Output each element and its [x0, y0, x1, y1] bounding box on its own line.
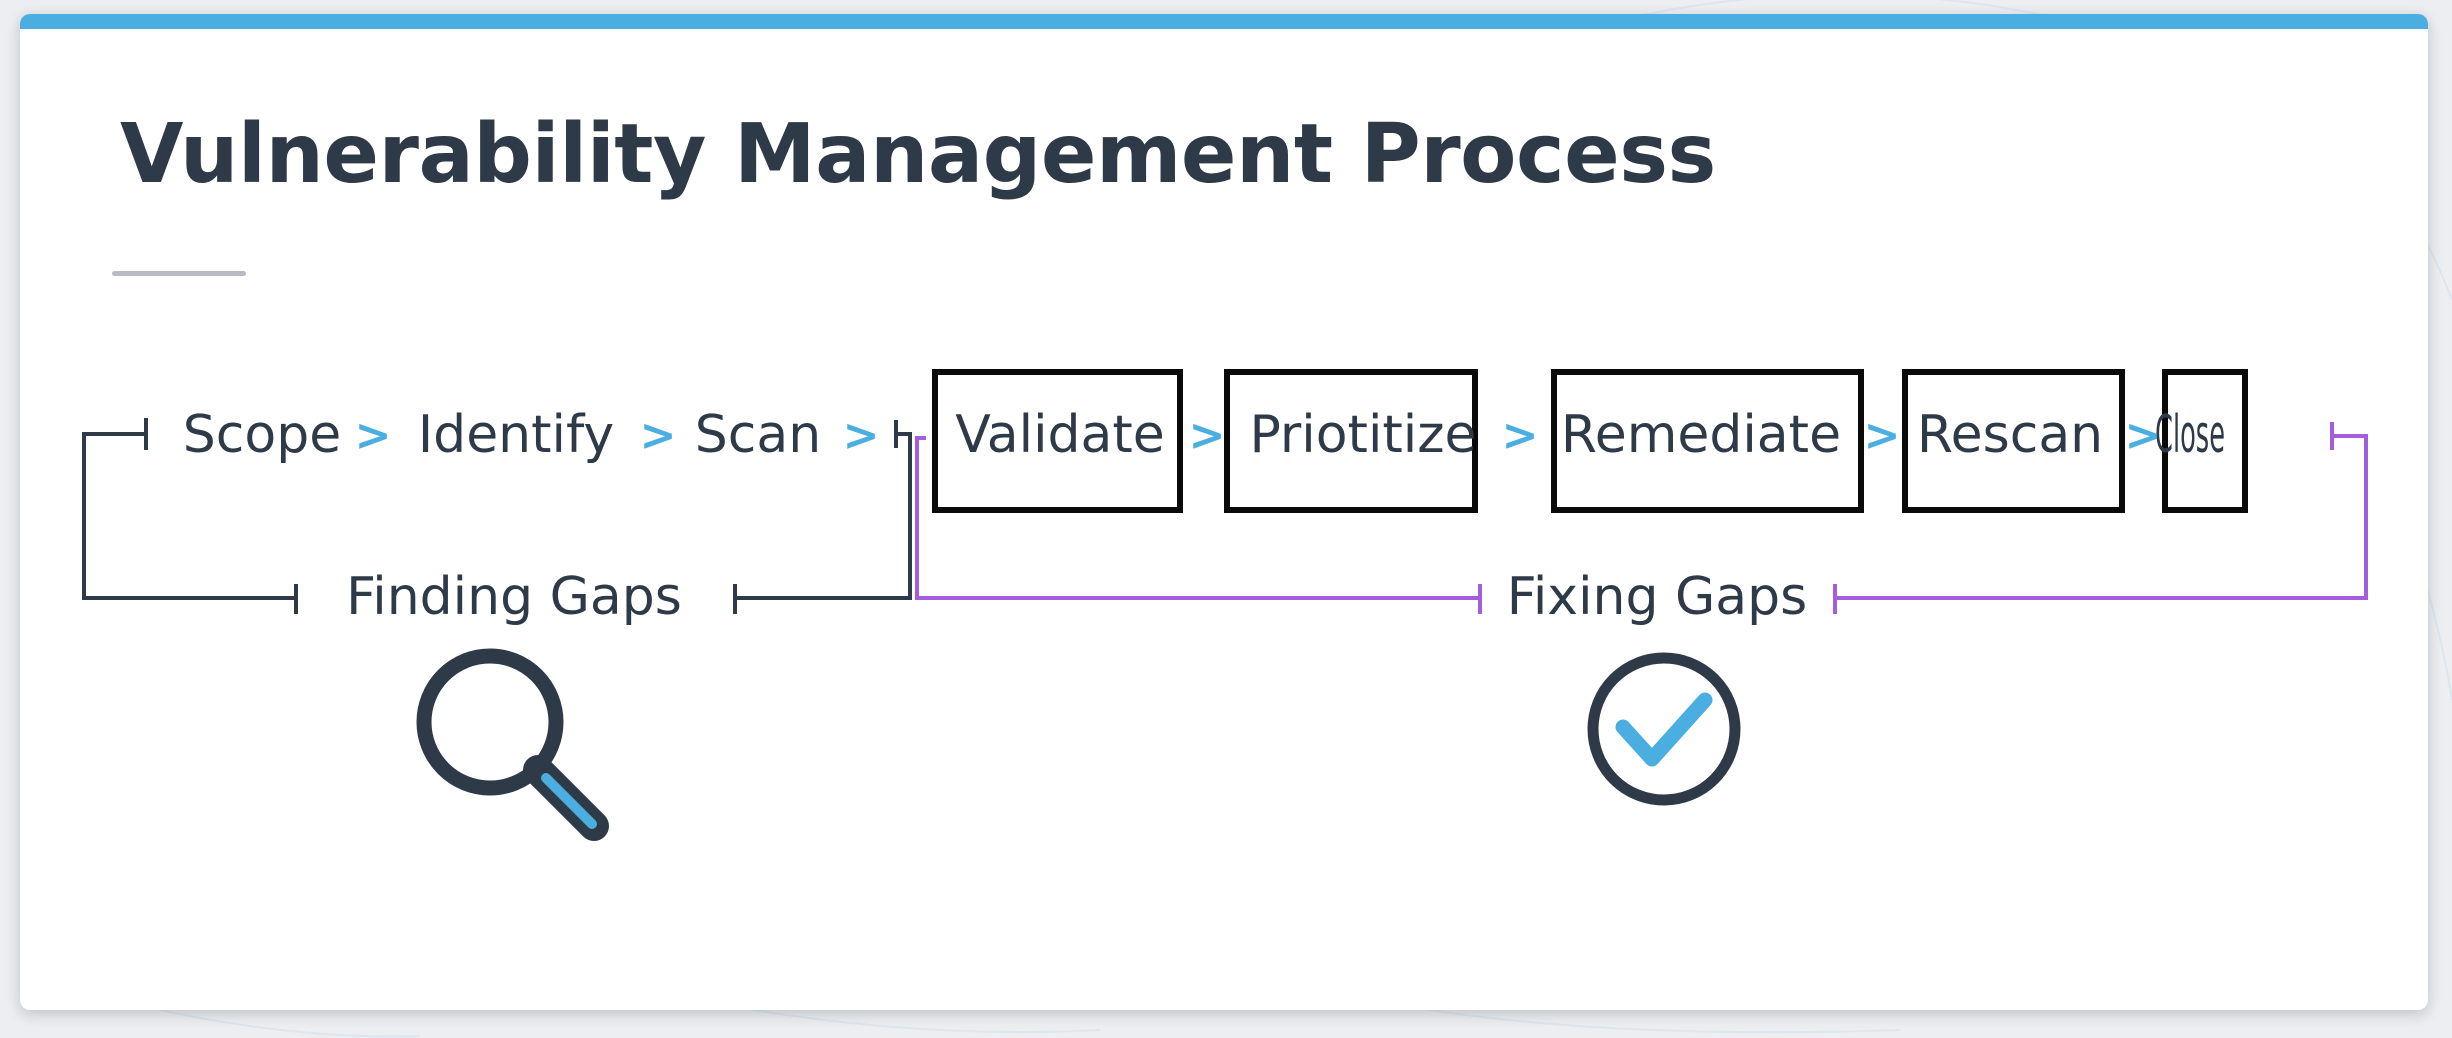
step-label: Scope: [183, 405, 341, 465]
step-close: Close: [2155, 369, 2248, 513]
step-box: [2162, 369, 2248, 513]
phase-label-fixing: Fixing Gaps: [1507, 567, 1808, 627]
step-label: Validate: [955, 405, 1165, 465]
step-label: Priotitize: [1249, 405, 1476, 465]
step-priotitize: Priotitize: [1224, 369, 1478, 513]
step-scan: Scan: [695, 405, 821, 465]
step-separator-chevron: >: [1864, 410, 1901, 461]
step-separator-chevron: >: [1189, 410, 1226, 461]
fixing-gaps-bracket-right: [1835, 434, 2368, 600]
page-title: Vulnerability Management Process: [120, 107, 1716, 202]
card-accent-bar: [20, 14, 2428, 29]
diagram-card: Vulnerability Management Process Scope Id…: [20, 14, 2428, 1010]
step-validate: Validate: [932, 369, 1183, 513]
step-label: Rescan: [1917, 405, 2103, 465]
step-box: [1551, 369, 1864, 513]
finding-gaps-bracket-left: [82, 432, 296, 600]
process-steps: Scope Identify Scan Validate Priotitize Remed…: [183, 369, 2248, 513]
step-rescan: Rescan: [1902, 369, 2125, 513]
phase-icons: [416, 648, 1741, 841]
step-separator-chevron: >: [640, 410, 677, 461]
fixing-gaps-bracket-left: [915, 436, 1480, 600]
step-box: [932, 369, 1183, 513]
step-scope: Scope: [183, 405, 341, 465]
phase-label-finding: Finding Gaps: [346, 567, 682, 627]
step-separator-chevron: >: [2125, 410, 2162, 461]
step-box: [1224, 369, 1478, 513]
finding-gaps-bracket-right: [735, 432, 912, 600]
title-underline: [112, 271, 246, 276]
step-label: Identify: [418, 405, 614, 465]
step-separator-chevron: >: [1502, 410, 1539, 461]
step-label: Scan: [695, 405, 821, 465]
step-separator-chevron: >: [355, 410, 392, 461]
step-label: Close: [2155, 405, 2225, 465]
step-box: [1902, 369, 2125, 513]
step-identify: Identify: [418, 405, 614, 465]
check-circle-icon: [1587, 652, 1741, 806]
step-separator-chevron: >: [843, 410, 880, 461]
step-remediate: Remediate: [1551, 369, 1864, 513]
phase-brackets: [82, 418, 2368, 614]
phase-labels: Finding Gaps Fixing Gaps: [346, 567, 1807, 627]
process-diagram: Scope Identify Scan Validate Priotitize Remed…: [82, 369, 2368, 841]
magnifier-icon: [416, 648, 609, 841]
step-label: Remediate: [1561, 405, 1841, 465]
